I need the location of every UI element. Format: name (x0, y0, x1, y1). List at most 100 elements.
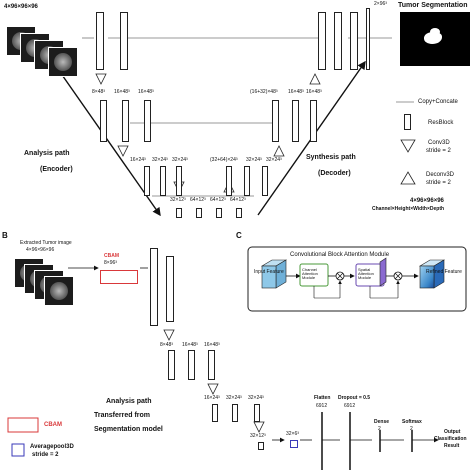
resblock (122, 100, 129, 142)
decoder-label: (Decoder) (318, 170, 351, 177)
resblock (96, 12, 104, 70)
dim-label: 16×48³ (182, 342, 198, 348)
dim-label: 32×24³ (172, 157, 188, 163)
resblock (150, 248, 158, 326)
panel-c-label: C (236, 231, 242, 240)
dim-label: 64×12³ (210, 197, 226, 203)
resblock (272, 100, 279, 142)
cbam-dim-label: 8×96³ (104, 260, 117, 266)
refined-feature-label: Refined Feature (426, 269, 462, 275)
resblock (176, 208, 182, 218)
resblock (212, 404, 218, 422)
softmax-size: 2 (410, 426, 413, 432)
dropout-size: 6912 (344, 403, 356, 409)
dim-label: 32×6³ (286, 431, 299, 437)
analysis-path-label: Analysis path (24, 150, 70, 157)
conv3d-triangle (253, 421, 265, 433)
resblock (144, 100, 151, 142)
dim-label: 32×24³ (246, 157, 262, 163)
resblock (244, 166, 250, 196)
resblock (188, 350, 195, 380)
dim-label: 32×24³ (266, 157, 282, 163)
dim-label: 16×48³ (306, 89, 322, 95)
avgpool-block (290, 440, 298, 448)
resblock (258, 442, 264, 450)
resblock (160, 166, 166, 196)
output-label: Output (444, 429, 461, 435)
deconv3d-triangle (309, 73, 321, 85)
resblock (232, 404, 238, 422)
resblock (262, 166, 268, 196)
legend-resblock-label: ResBlock (428, 120, 454, 126)
cbam-block (100, 270, 138, 284)
deconv3d-triangle (273, 145, 285, 157)
dim-label: 16×48³ (138, 89, 154, 95)
legend-conv3d-label: Conv3D (428, 140, 450, 146)
resblock (226, 166, 232, 196)
extracted-image-label: Extracted Tumor image (20, 240, 72, 246)
dropout-label: Dropout = 0.5 (338, 395, 371, 401)
resblock (318, 12, 326, 70)
dim-label: 32×12³ (250, 433, 266, 439)
encoder-label: (Encoder) (40, 166, 73, 173)
legend-resblock-icon (404, 114, 411, 130)
dim-label: 16×24³ (130, 157, 146, 163)
dim-label: 64×12³ (230, 197, 246, 203)
flatten-size: 6912 (316, 403, 328, 409)
dim-label: 32×24³ (248, 395, 264, 401)
cbam-label: CBAM (104, 253, 119, 259)
conv3d-triangle (117, 145, 129, 157)
output-conv-layer (366, 8, 370, 70)
output-dim-label: 2×96³ (374, 1, 387, 7)
dim-label: 32×24³ (226, 395, 242, 401)
resblock (100, 100, 107, 142)
resblock (350, 12, 358, 70)
dim-label: 32×24³ (152, 157, 168, 163)
legend-cbam-label: CBAM (44, 422, 62, 428)
legend-dims-note: 4×96×96×96 (410, 198, 444, 204)
dim-label: 64×12³ (190, 197, 206, 203)
synthesis-path-label: Synthesis path (306, 154, 356, 161)
output-title: Tumor Segmentation (398, 2, 468, 9)
legend-deconv3d-stride: stride = 2 (426, 180, 451, 186)
conv3d-triangle (207, 383, 219, 395)
extracted-dim-label: 4×96×96×96 (26, 247, 55, 253)
resblock (196, 208, 202, 218)
dim-label: 16×48³ (114, 89, 130, 95)
dim-label: 32×12³ (170, 197, 186, 203)
legend-avgpool-label: Averagepool3D (30, 444, 74, 450)
legend-avgpool-box (11, 443, 25, 457)
dim-label: 16×24³ (204, 395, 220, 401)
segmentation-output-image (400, 12, 470, 66)
resblock (208, 350, 215, 380)
dense-size: 2 (378, 426, 381, 432)
softmax-label: Softmax (402, 419, 422, 425)
resblock (168, 350, 175, 380)
dim-label: (16+32)×48³ (250, 89, 278, 95)
legend-deconv3d-label: Deconv3D (426, 172, 455, 178)
result-label: Result (444, 443, 460, 449)
legend-avgpool-stride: stride = 2 (32, 452, 59, 458)
analysis-path-b-label: Analysis path (106, 398, 152, 405)
dim-label: 16×48³ (204, 342, 220, 348)
dense-label: Dense (374, 419, 390, 425)
conv3d-triangle (163, 329, 175, 341)
analysis-path-arrow (59, 71, 161, 217)
legend-copy-label: Copy+Concate (418, 99, 458, 105)
dim-label: 8×48³ (160, 342, 173, 348)
dim-label: 16×48³ (288, 89, 304, 95)
cbam-frame (247, 246, 467, 312)
channel-attention-label: Channel Attention Module (302, 267, 318, 280)
resblock (310, 100, 317, 142)
input-feature-label: Input Feature (254, 269, 284, 275)
panel-b-label: B (2, 231, 8, 240)
legend-deconv3d-icon (400, 171, 416, 185)
resblock (176, 166, 182, 196)
legend-dims-caption: Channel×Height×Width×Depth (372, 206, 445, 212)
cbam-title: Convolutional Block Attention Module (290, 252, 390, 258)
conv3d-triangle (95, 73, 107, 85)
dim-label: 8×48³ (92, 89, 105, 95)
resblock (292, 100, 299, 142)
resblock (120, 12, 128, 70)
refined-feature-cube (419, 265, 435, 289)
